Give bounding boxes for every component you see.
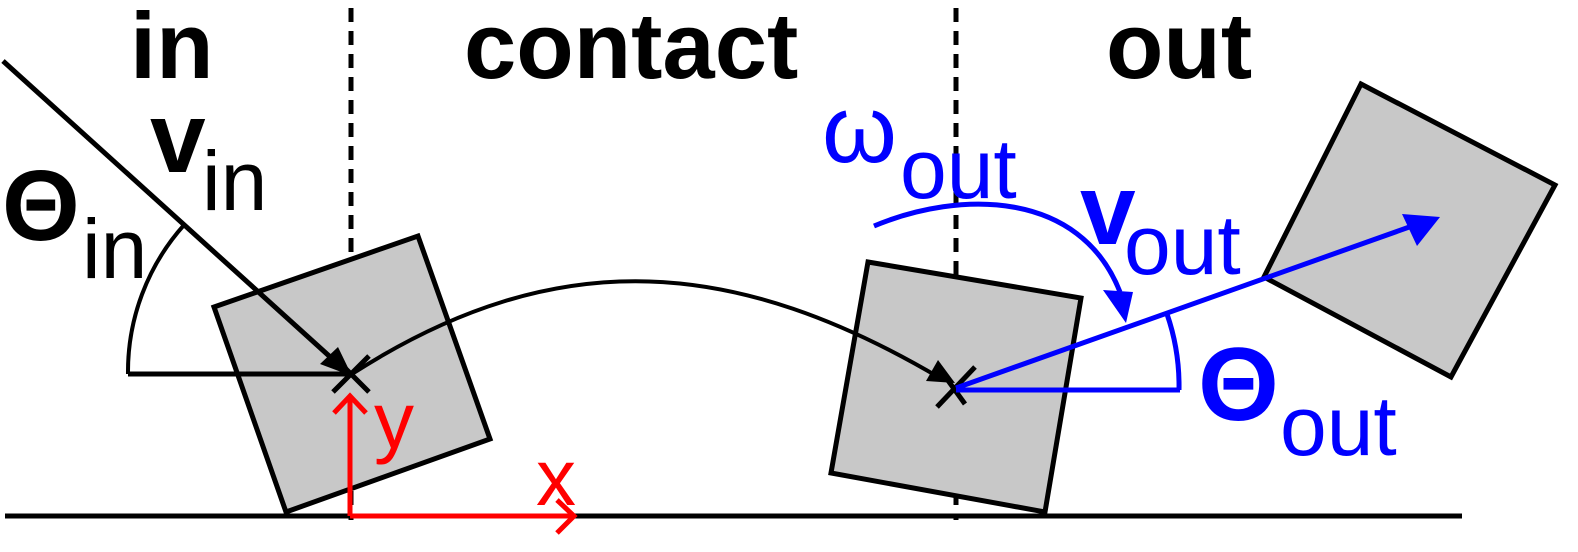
v-in-subscript: in <box>202 134 267 228</box>
v-out-symbol: v <box>1080 154 1136 266</box>
omega-out-subscript: out <box>900 122 1017 216</box>
v-in-arrow <box>1 59 340 366</box>
phase-label-out: out <box>1106 0 1252 98</box>
theta-in-subscript: in <box>82 202 147 296</box>
center-marker-in <box>331 354 371 394</box>
v-in-symbol: v <box>150 82 206 194</box>
omega-out-arc <box>873 201 1123 293</box>
trajectory-arc <box>350 279 942 380</box>
v-out-arrowhead <box>1402 214 1440 246</box>
axis-y-label: y <box>374 376 414 465</box>
theta-in-symbol: Θ <box>2 150 80 262</box>
theta-in-arc <box>125 223 186 375</box>
v-out-subscript: out <box>1124 198 1241 292</box>
box-out <box>1260 80 1559 381</box>
v-out-arrow <box>955 222 1416 391</box>
theta-out-symbol: Θ <box>1198 327 1279 443</box>
axis-x-label: x <box>536 433 576 522</box>
phase-label-contact: contact <box>464 0 798 98</box>
coordinate-axes <box>332 392 578 535</box>
omega-out-symbol: ω <box>822 76 897 183</box>
theta-out-arc <box>1164 313 1182 391</box>
omega-out-arrowhead <box>1103 290 1133 323</box>
theta-out-subscript: out <box>1280 379 1397 473</box>
phase-label-in: in <box>130 0 214 98</box>
